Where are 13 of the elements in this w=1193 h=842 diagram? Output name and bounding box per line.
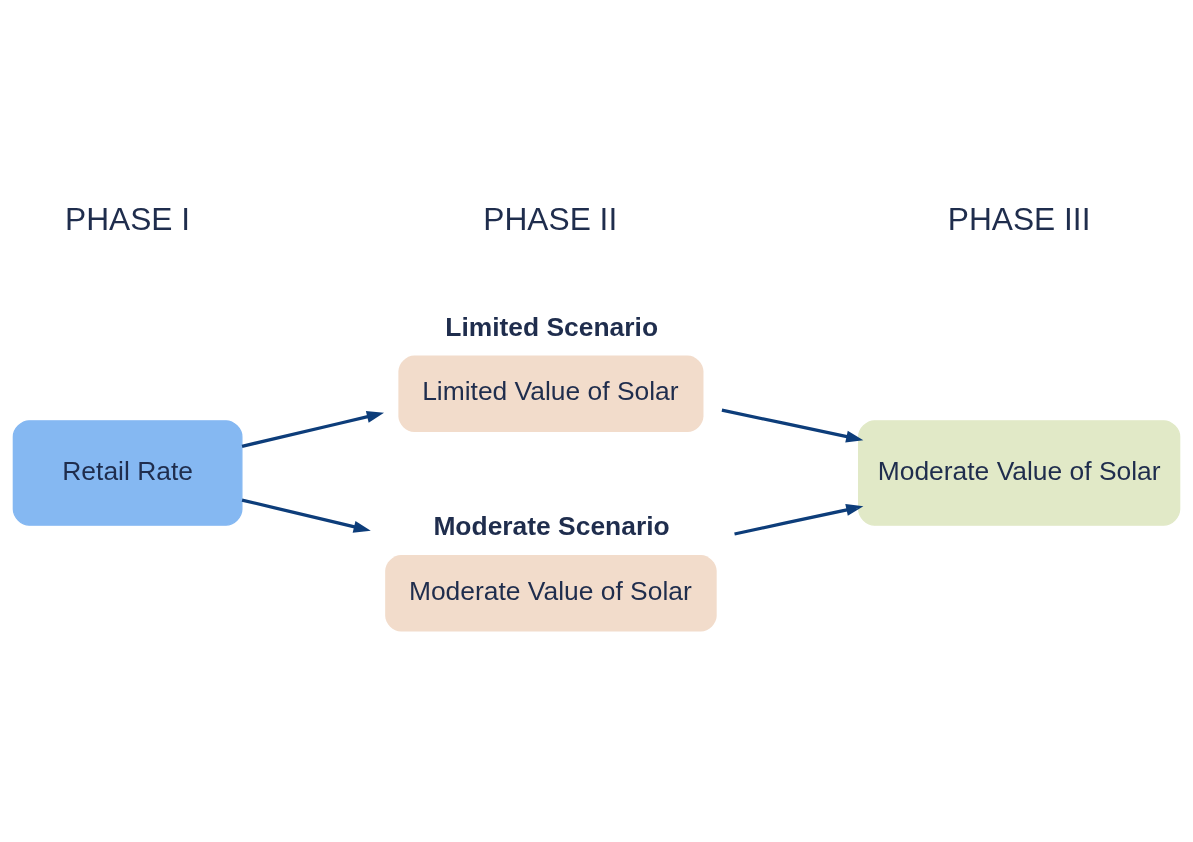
arrow — [734, 503, 864, 536]
label: PHASE II — [483, 200, 618, 237]
label: PHASE III — [947, 200, 1091, 237]
node-box: Retail Rate — [12, 419, 243, 526]
node-box: Moderate Value of Solar — [858, 419, 1181, 526]
node-box: Moderate Value of Solar — [385, 554, 717, 631]
node-label: Moderate Scenario — [433, 510, 670, 541]
node-box: Limited Value of Solar — [398, 354, 704, 432]
arrow — [721, 408, 864, 442]
node-label: Limited Scenario — [445, 311, 659, 342]
arrow — [241, 410, 384, 448]
label: PHASE I — [65, 200, 191, 237]
arrow — [241, 497, 371, 533]
